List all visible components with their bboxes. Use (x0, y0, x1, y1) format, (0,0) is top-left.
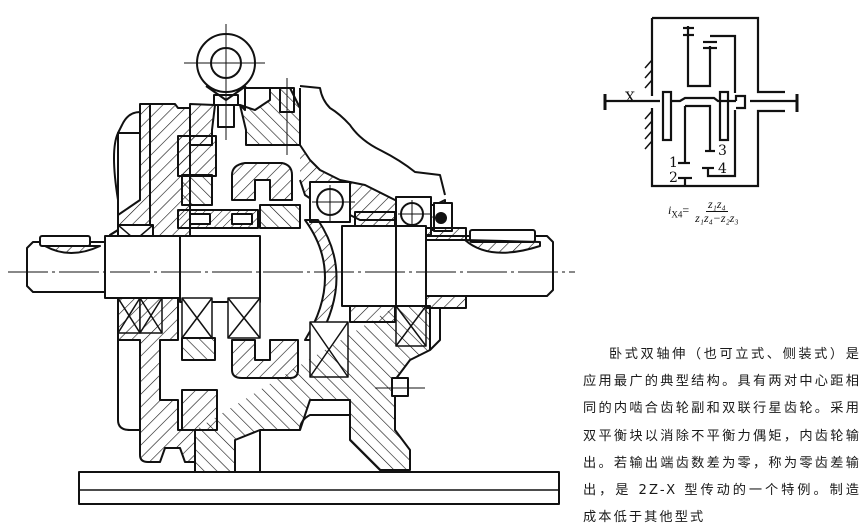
gear-label-4: 4 (718, 161, 727, 177)
ball-bearing-upper (309, 181, 355, 223)
base-plate (78, 471, 560, 505)
description-paragraph: 卧式双轴伸（也可立式、侧装式）是应用最广的典型结构。具有两对中心距相同的内啮合齿… (583, 347, 861, 526)
input-label-x: X (625, 90, 635, 106)
housing-lower (109, 297, 196, 463)
formula-lhs: iX4= (668, 203, 690, 220)
transmission-ratio-formula: iX4= z₁z₄ z₁z₄−z₂z₃ (668, 198, 741, 225)
transmission-schematic: X 3 1 4 2 (603, 16, 799, 188)
gear-reducer-section-drawing (8, 24, 575, 505)
lifting-eye-bolt (184, 24, 265, 140)
formula-numerator: z₁z₄ (706, 197, 728, 212)
gear-label-2: 2 (669, 170, 678, 186)
gear-label-1: 1 (669, 155, 678, 171)
gear-label-3: 3 (718, 143, 727, 159)
formula-fraction: z₁z₄ z₁z₄−z₂z₃ (693, 198, 740, 225)
balance-block-upper (177, 135, 217, 177)
output-shaft (341, 225, 554, 309)
formula-denominator: z₁z₄−z₂z₃ (695, 211, 739, 225)
input-shaft (26, 235, 261, 303)
